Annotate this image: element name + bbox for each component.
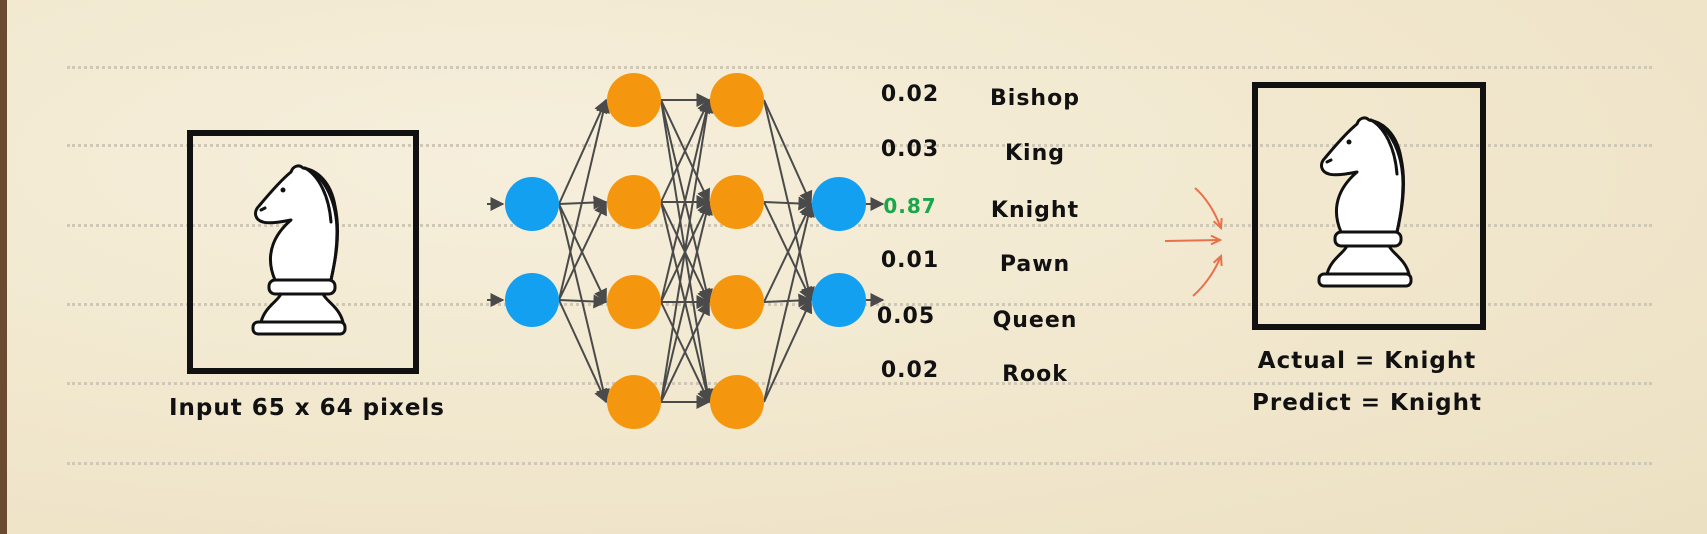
network-edge <box>660 200 713 403</box>
probability-value: 0.87 <box>883 194 937 218</box>
input-caption: Input 65 x 64 pixels <box>169 395 445 421</box>
class-label: Knight <box>990 198 1080 223</box>
hidden-node <box>607 175 661 229</box>
probability-value: 0.01 <box>880 248 940 273</box>
class-label: Bishop <box>990 86 1080 111</box>
network-edge <box>763 202 815 403</box>
pointer-arrow-middle-head <box>1210 234 1223 246</box>
class-label: Pawn <box>999 252 1071 277</box>
network-edge <box>558 98 610 301</box>
probability-value: 0.02 <box>880 358 940 383</box>
hidden-node <box>607 275 661 329</box>
pointer-arrows <box>1164 187 1223 297</box>
network-edge <box>763 99 815 302</box>
network-edge <box>558 294 608 309</box>
hidden-node <box>607 73 661 127</box>
predict-label: Predict = Knight <box>1252 390 1482 416</box>
network-edge <box>558 299 608 404</box>
output-node <box>812 273 866 327</box>
result-image-frame <box>1252 82 1486 330</box>
network-edge <box>660 98 713 303</box>
class-label: Queen <box>992 308 1078 333</box>
ruled-line <box>67 382 1652 385</box>
network-edge <box>660 300 710 403</box>
actual-label: Actual = Knight <box>1257 348 1477 374</box>
hidden-node <box>710 73 764 127</box>
pointer-arrow-middle <box>1164 239 1221 242</box>
input-node <box>505 273 559 327</box>
probability-value: 0.03 <box>880 137 940 162</box>
network-edge <box>660 98 710 203</box>
hidden-node <box>710 375 764 429</box>
ruled-line <box>67 144 1652 147</box>
network-edge <box>558 200 607 301</box>
ruled-line <box>67 462 1652 465</box>
input-node <box>505 177 559 231</box>
class-label: Rook <box>1002 362 1068 387</box>
ruled-line <box>67 66 1652 69</box>
hidden-node <box>710 175 764 229</box>
probability-value: 0.05 <box>876 304 936 329</box>
ruled-line <box>67 224 1652 227</box>
pointer-arrow-bottom <box>1192 255 1222 297</box>
network-edge <box>558 203 610 404</box>
neural-network <box>487 73 1223 429</box>
network-edge <box>763 298 813 403</box>
pointer-arrow-top-head <box>1212 217 1223 231</box>
network-edge <box>763 202 812 303</box>
network-edge <box>558 98 608 205</box>
hidden-node <box>710 275 764 329</box>
input-image-frame <box>187 130 419 374</box>
output-node <box>812 177 866 231</box>
class-label: King <box>1005 141 1065 166</box>
probability-value: 0.02 <box>880 82 940 107</box>
hidden-node <box>607 375 661 429</box>
pointer-arrow-top <box>1194 187 1222 229</box>
pointer-arrow-bottom-head <box>1212 253 1223 267</box>
network-edge <box>763 196 813 211</box>
network-edge <box>763 99 813 206</box>
network-edge <box>660 98 714 403</box>
